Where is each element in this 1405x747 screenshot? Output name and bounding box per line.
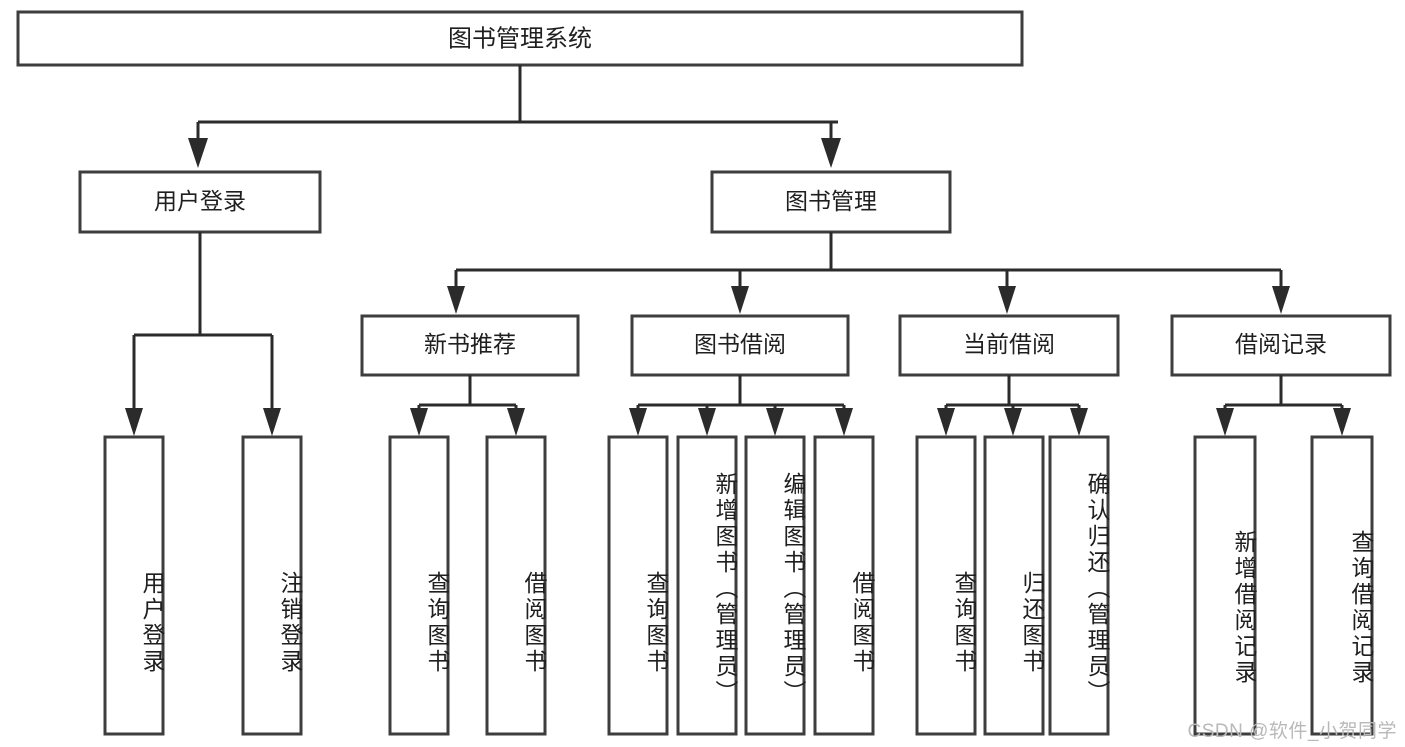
arrow-icon-leaf-add-borrow-record: [1216, 408, 1234, 436]
arrow-icon-leaf-query-book-1: [410, 408, 428, 436]
arrow-icon-leaf-logout-login: [263, 408, 281, 436]
borrow-record-box[interactable]: [1170, 314, 1392, 377]
leaf-user-login-box[interactable]: [103, 435, 165, 736]
node-new-book-recommend[interactable]: 新书推荐: [360, 314, 580, 377]
new-book-recommend-label: 新书推荐: [424, 331, 516, 357]
connector-new-book-recommend-to-leaves: [410, 375, 525, 436]
arrow-icon-borrow-record: [1272, 286, 1290, 314]
current-borrow-box[interactable]: [898, 314, 1120, 377]
connector-current-borrow-to-leaves: [937, 375, 1088, 436]
leaf-boxes: [103, 435, 1374, 736]
leaf-return-book-box[interactable]: [983, 435, 1045, 736]
current-borrow-label: 当前借阅: [963, 331, 1055, 357]
arrow-icon-book-borrow: [731, 286, 749, 314]
borrow-record-label: 借阅记录: [1235, 331, 1327, 357]
arrow-icon-leaf-borrow-book-2: [835, 408, 853, 436]
connector-borrow-record-to-leaves: [1216, 375, 1351, 436]
leaf-logout-login-box[interactable]: [241, 435, 303, 736]
node-book-borrow[interactable]: 图书借阅: [630, 314, 850, 377]
root-label: 图书管理系统: [448, 25, 592, 52]
new-book-recommend-box[interactable]: [360, 314, 580, 377]
connector-user-login-to-leaves: [125, 232, 281, 436]
arrow-icon-leaf-edit-book-admin: [766, 408, 784, 436]
arrow-icon-leaf-query-book-3: [937, 408, 955, 436]
arrow-icon-leaf-borrow-book-1: [507, 408, 525, 436]
arrow-icon-leaf-user-login: [125, 408, 143, 436]
leaf-borrow-book-1-box[interactable]: [485, 435, 547, 736]
arrow-icon-leaf-return-book: [1004, 408, 1022, 436]
leaf-confirm-return-admin-box[interactable]: [1048, 435, 1110, 736]
leaf-borrow-book-2-box[interactable]: [813, 435, 875, 736]
node-root[interactable]: 图书管理系统: [16, 10, 1024, 67]
connector-root-to-level2: [188, 65, 841, 168]
root-box[interactable]: [16, 10, 1024, 67]
leaf-add-borrow-record-box[interactable]: [1193, 435, 1257, 736]
node-borrow-record[interactable]: 借阅记录: [1170, 314, 1392, 377]
leaf-edit-book-admin-box[interactable]: [744, 435, 806, 736]
arrow-icon-leaf-add-book-admin: [698, 408, 716, 436]
leaf-add-book-admin-box[interactable]: [676, 435, 738, 736]
arrow-icon-leaf-query-book-2: [629, 408, 647, 436]
book-borrow-box[interactable]: [630, 314, 850, 377]
arrow-icon-user-login: [188, 138, 208, 168]
node-user-login[interactable]: 用户登录: [78, 170, 322, 234]
arrow-icon-book-manage: [821, 138, 841, 168]
connector-book-manage-to-level3: [447, 232, 1290, 314]
book-manage-box[interactable]: [710, 170, 952, 234]
csdn-watermark: CSDN @软件_小贺同学: [1187, 721, 1397, 742]
arrow-icon-leaf-query-borrow-record: [1333, 408, 1351, 436]
leaf-query-book-2-box[interactable]: [607, 435, 669, 736]
connector-book-borrow-to-leaves: [629, 375, 853, 436]
leaf-query-book-3-box[interactable]: [915, 435, 977, 736]
leaf-query-borrow-record-box[interactable]: [1310, 435, 1374, 736]
arrow-icon-current-borrow: [998, 286, 1016, 314]
node-current-borrow[interactable]: 当前借阅: [898, 314, 1120, 377]
node-book-manage[interactable]: 图书管理: [710, 170, 952, 234]
arrow-icon-new-book-recommend: [447, 286, 465, 314]
book-borrow-label: 图书借阅: [694, 331, 786, 357]
book-manage-label: 图书管理: [785, 188, 877, 214]
arrow-icon-leaf-confirm-return-admin: [1070, 408, 1088, 436]
user-login-label: 用户登录: [154, 188, 246, 214]
leaf-query-book-1-box[interactable]: [388, 435, 450, 736]
